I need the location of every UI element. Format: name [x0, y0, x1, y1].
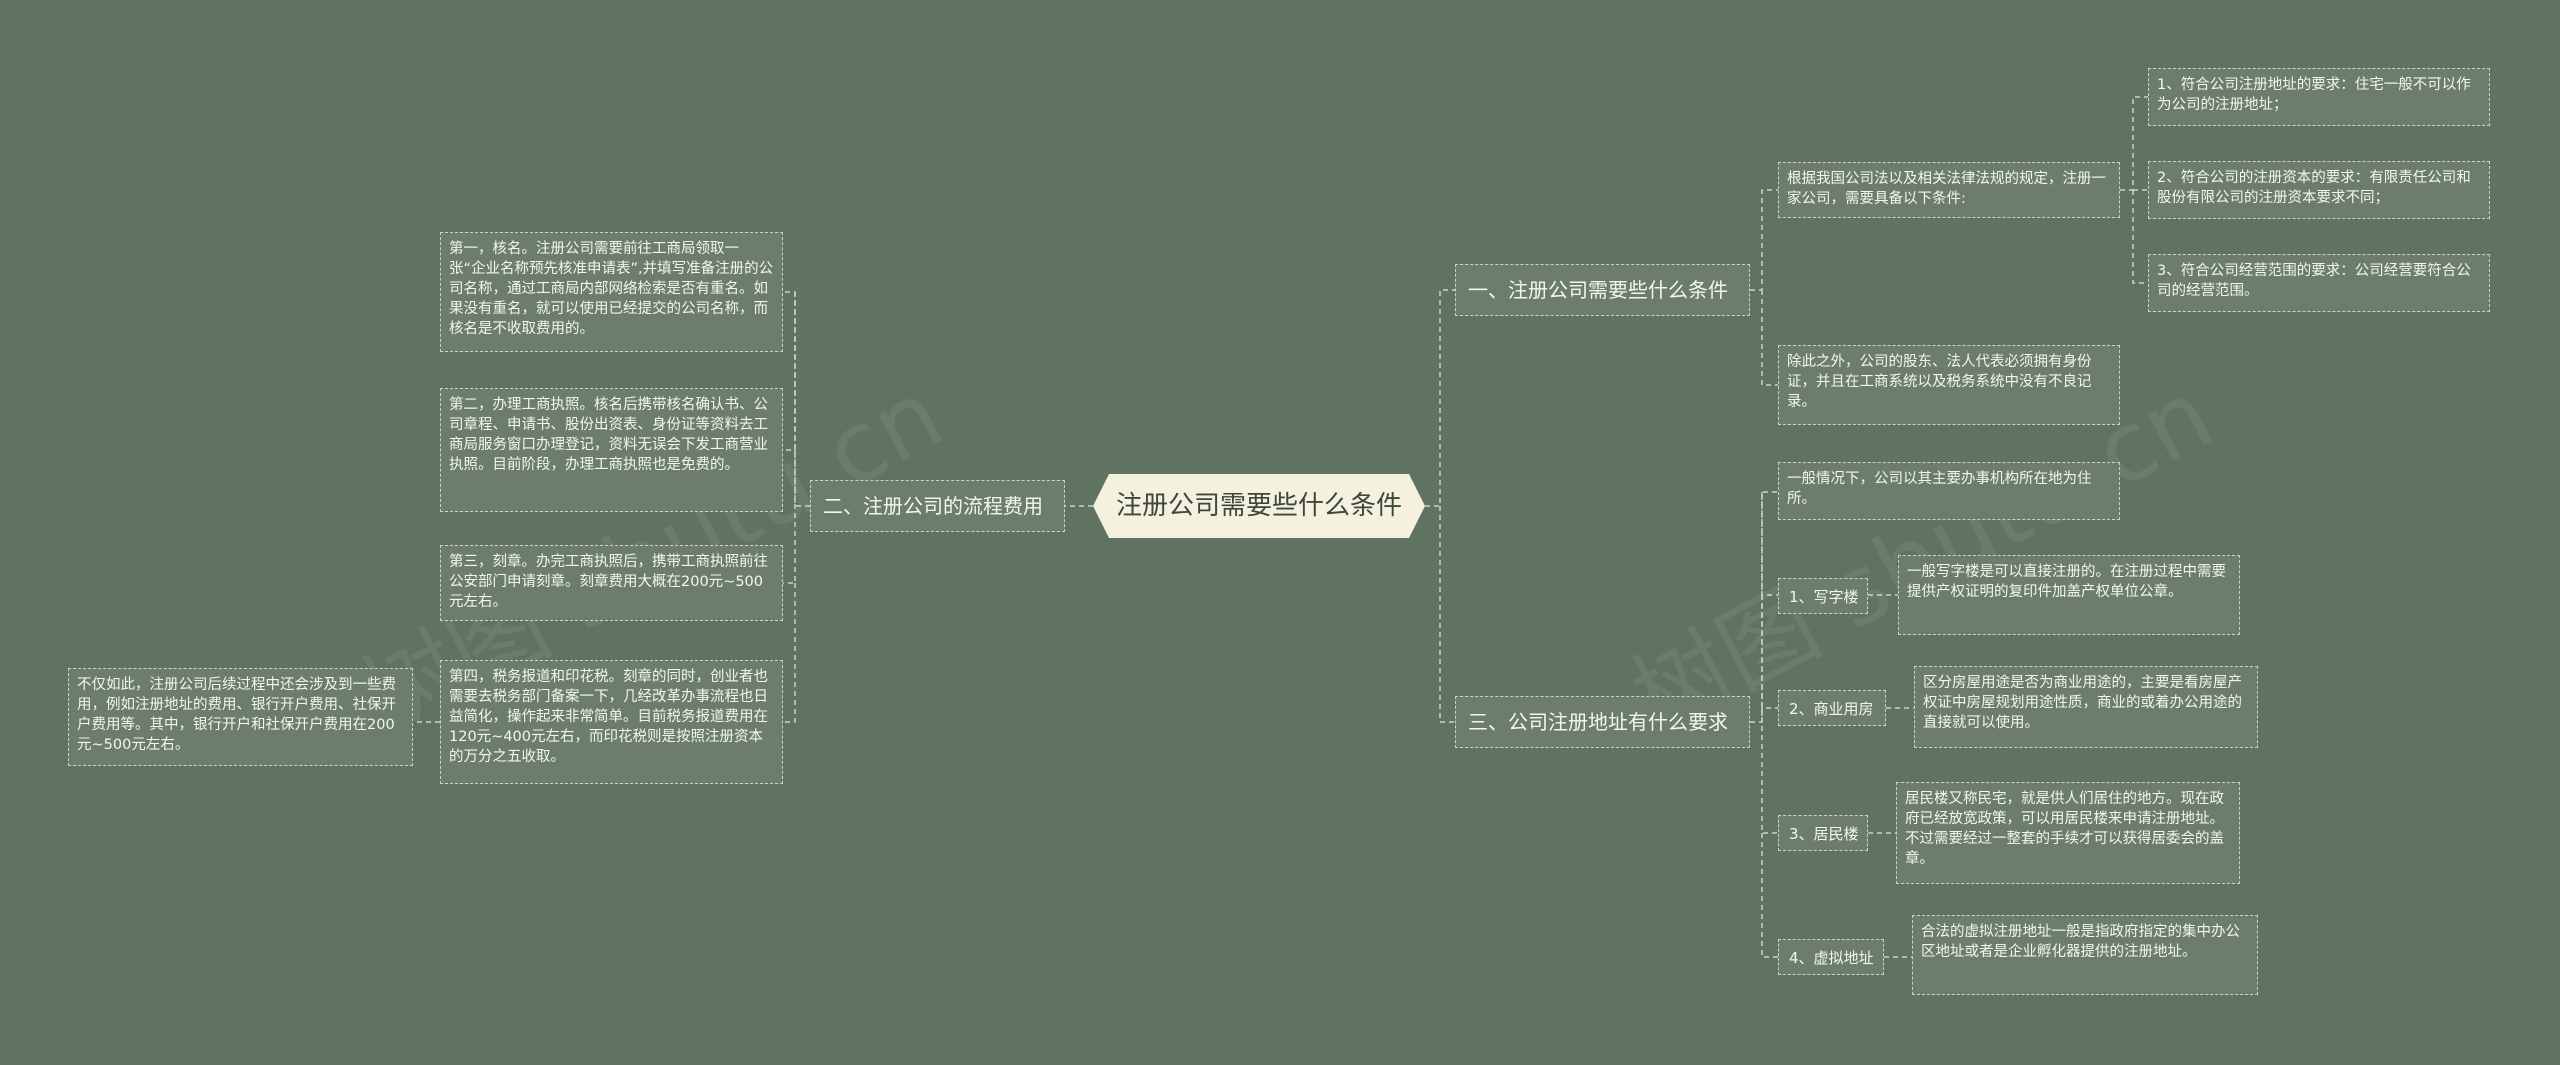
condition-node[interactable]: 2、符合公司的注册资本的要求：有限责任公司和股份有限公司的注册资本要求不同；: [2148, 161, 2490, 219]
extra-fees-node[interactable]: 不仅如此，注册公司后续过程中还会涉及到一些费用，例如注册地址的费用、银行开户费用…: [68, 668, 413, 766]
step-node[interactable]: 第三，刻章。办完工商执照后，携带工商执照前往公安部门申请刻章。刻章费用大概在20…: [440, 545, 783, 621]
address-type-residential[interactable]: 3、居民楼: [1778, 815, 1868, 851]
address-type-commercial[interactable]: 2、商业用房: [1778, 690, 1886, 726]
step-node[interactable]: 第一，核名。注册公司需要前往工商局领取一张“企业名称预先核准申请表”,并填写准备…: [440, 232, 783, 352]
branch-registration-process-fees[interactable]: 二、注册公司的流程费用: [810, 480, 1065, 532]
conditions-extra-node[interactable]: 除此之外，公司的股东、法人代表必须拥有身份证，并且在工商系统以及税务系统中没有不…: [1778, 345, 2120, 425]
step-node[interactable]: 第四，税务报道和印花税。刻章的同时，创业者也需要去税务部门备案一下，几经改革办事…: [440, 660, 783, 784]
step-node[interactable]: 第二，办理工商执照。核名后携带核名确认书、公司章程、申请书、股份出资表、身份证等…: [440, 388, 783, 512]
address-type-desc[interactable]: 合法的虚拟注册地址一般是指政府指定的集中办公区地址或者是企业孵化器提供的注册地址…: [1912, 915, 2258, 995]
root-topic[interactable]: 注册公司需要些什么条件: [1093, 474, 1425, 538]
address-type-virtual[interactable]: 4、虚拟地址: [1778, 939, 1884, 975]
address-type-office[interactable]: 1、写字楼: [1778, 578, 1868, 614]
condition-node[interactable]: 1、符合公司注册地址的要求：住宅一般不可以作为公司的注册地址；: [2148, 68, 2490, 126]
condition-node[interactable]: 3、符合公司经营范围的要求：公司经营要符合公司的经营范围。: [2148, 254, 2490, 312]
address-type-desc[interactable]: 区分房屋用途是否为商业用途的，主要是看房屋产权证中房屋规划用途性质，商业的或着办…: [1914, 666, 2258, 748]
branch-registration-conditions[interactable]: 一、注册公司需要些什么条件: [1455, 264, 1750, 316]
address-intro-node[interactable]: 一般情况下，公司以其主要办事机构所在地为住所。: [1778, 462, 2120, 520]
address-type-desc[interactable]: 居民楼又称民宅，就是供人们居住的地方。现在政府已经放宽政策，可以用居民楼来申请注…: [1896, 782, 2240, 884]
branch-address-requirements[interactable]: 三、公司注册地址有什么要求: [1455, 696, 1750, 748]
conditions-intro-node[interactable]: 根据我国公司法以及相关法律法规的规定，注册一家公司，需要具备以下条件:: [1778, 162, 2120, 218]
address-type-desc[interactable]: 一般写字楼是可以直接注册的。在注册过程中需要提供产权证明的复印件加盖产权单位公章…: [1898, 555, 2240, 635]
